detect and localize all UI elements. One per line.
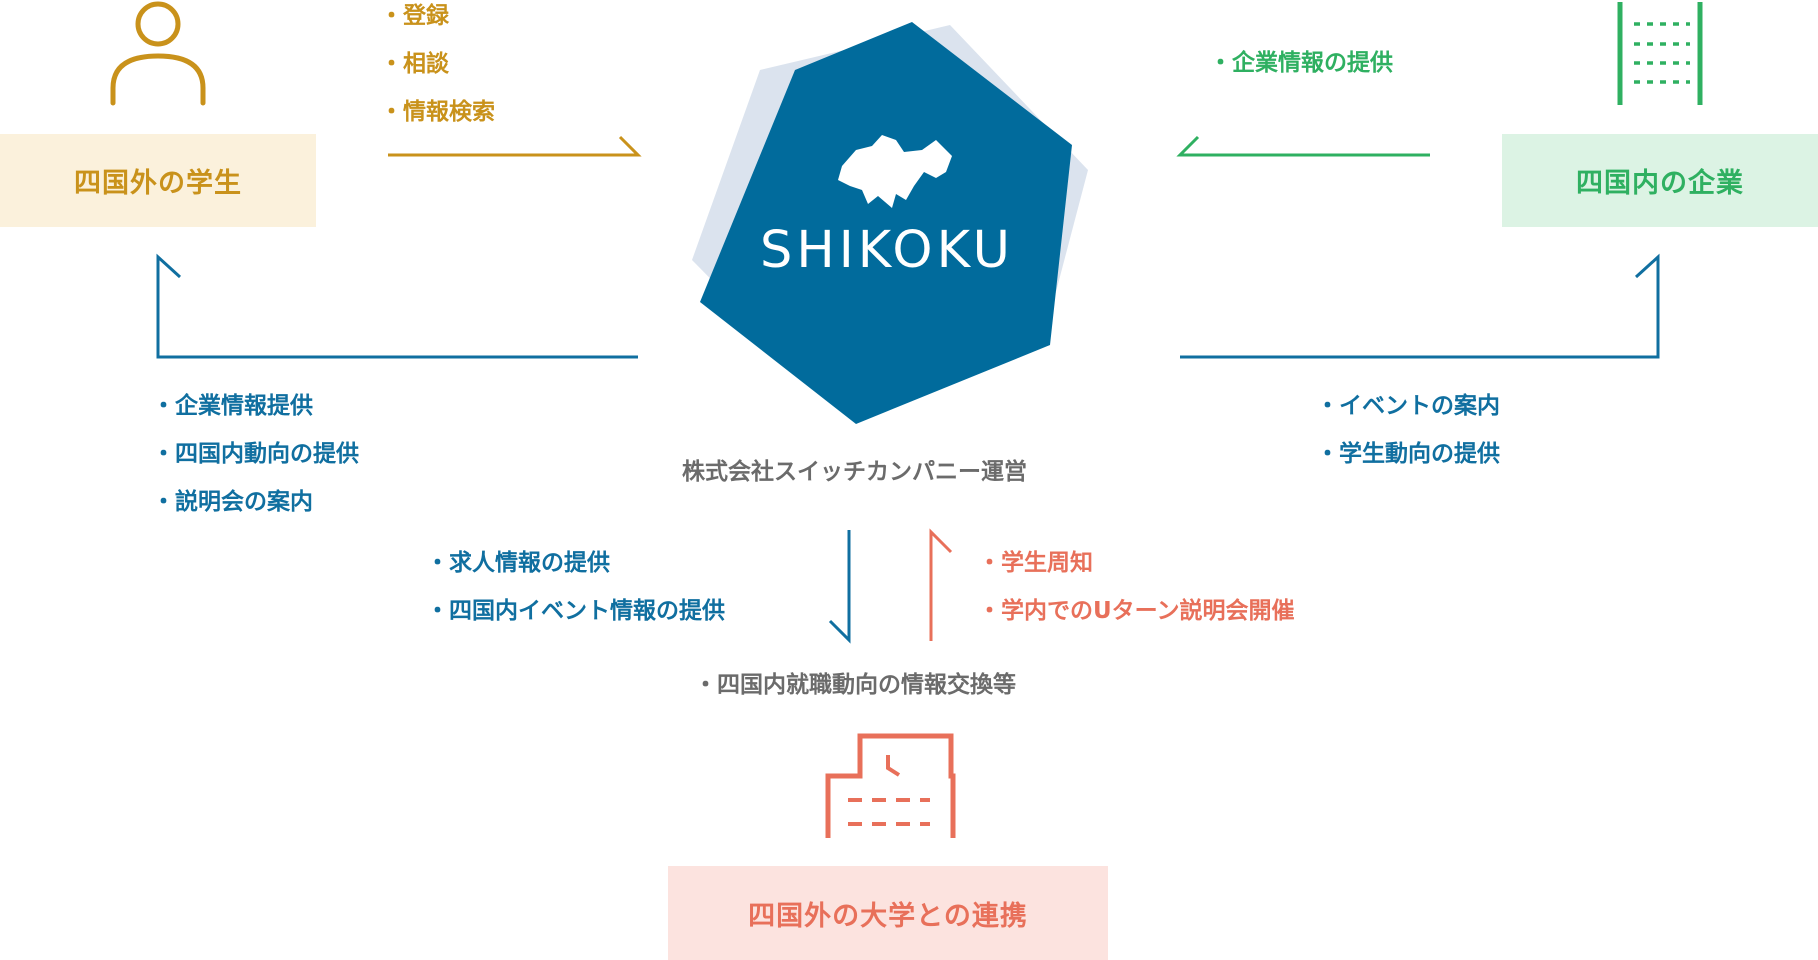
list-item: 求人情報の提供	[426, 539, 725, 587]
list-item: 四国内動向の提供	[152, 430, 359, 478]
center-to-university-list: 求人情報の提供 四国内イベント情報の提供	[426, 539, 725, 635]
mutual-exchange-list: 四国内就職動向の情報交換等	[694, 661, 1016, 709]
list-item: 学生動向の提供	[1316, 430, 1500, 478]
student-to-center-list: 登録 相談 情報検索	[380, 0, 495, 136]
logo-text: SHIKOKU	[760, 221, 1014, 280]
arrow-university-to-center	[929, 528, 953, 641]
center-to-company-list: イベントの案内 学生動向の提供	[1316, 382, 1500, 478]
list-item: 四国内イベント情報の提供	[426, 587, 725, 635]
list-item: イベントの案内	[1316, 382, 1500, 430]
list-item: 学内でのUターン説明会開催	[978, 587, 1295, 635]
center-to-student-list: 企業情報提供 四国内動向の提供 説明会の案内	[152, 382, 359, 526]
list-item: 四国内就職動向の情報交換等	[694, 661, 1016, 709]
arrow-center-to-university	[828, 530, 851, 644]
list-item: 説明会の案内	[152, 478, 359, 526]
arrow-center-to-company	[1180, 253, 1660, 359]
company-to-center-list: 企業情報の提供	[1209, 39, 1393, 87]
arrow-company-to-center	[1176, 135, 1430, 157]
list-item: 情報検索	[380, 88, 495, 136]
company-box: 四国内の企業	[1502, 134, 1818, 227]
list-item: 企業情報の提供	[1209, 39, 1393, 87]
list-item: 企業情報提供	[152, 382, 359, 430]
university-icon	[825, 733, 956, 838]
list-item: 学生周知	[978, 539, 1295, 587]
shikoku-logo: SHIKOKU	[692, 22, 1088, 424]
student-box: 四国外の学生	[0, 134, 316, 227]
arrow-student-to-center	[388, 135, 642, 157]
building-icon	[1617, 2, 1703, 105]
university-box: 四国外の大学との連携	[668, 866, 1108, 960]
arrow-center-to-student	[156, 253, 638, 359]
operator-caption: 株式会社スイッチカンパニー運営	[682, 459, 1027, 485]
list-item: 相談	[380, 40, 495, 88]
shikoku-island-icon	[838, 135, 952, 208]
university-to-center-list: 学生周知 学内でのUターン説明会開催	[978, 539, 1295, 635]
list-item: 登録	[380, 0, 495, 40]
person-icon	[110, 1, 206, 106]
